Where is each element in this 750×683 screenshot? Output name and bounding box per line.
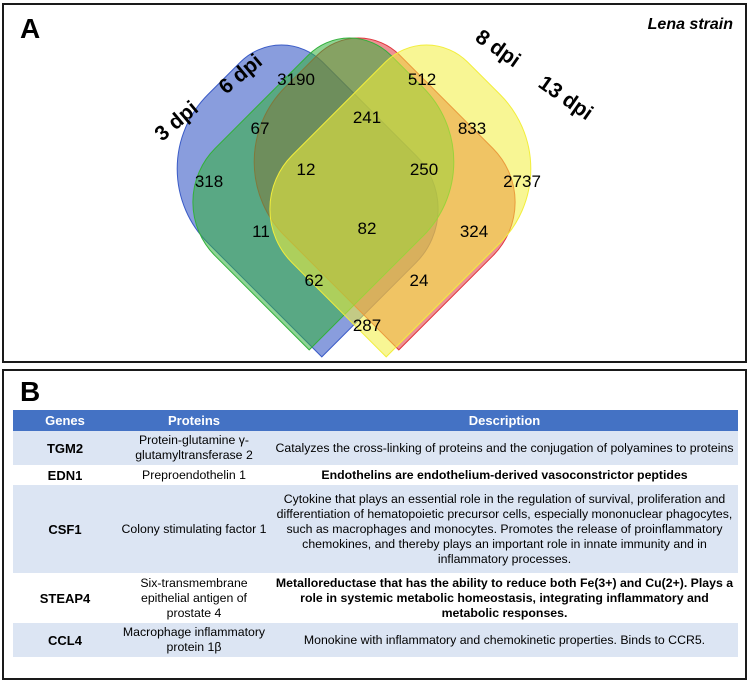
table-row: TGM2 Protein-glutamine γ-glutamyltransfe… [13,431,738,465]
protein-cell: Six-transmembrane epithelial antigen of … [117,573,271,623]
count-all-four: 82 [358,219,377,238]
gene-cell: CCL4 [13,623,117,657]
count-3-6: 67 [251,119,270,138]
gene-cell: TGM2 [13,431,117,465]
count-only-13dpi: 2737 [503,172,541,191]
header-description: Description [271,410,738,431]
description-cell: Endothelins are endothelium-derived vaso… [271,465,738,485]
set-label-8dpi: 8 dpi [471,25,524,72]
count-6-13: 324 [460,222,488,241]
count-8-13: 833 [458,119,486,138]
table-row: CCL4 Macrophage inflammatory protein 1β … [13,623,738,657]
gene-cell: CSF1 [13,485,117,573]
gene-table: Genes Proteins Description TGM2 Protein-… [13,410,738,657]
panel-a: A Lena strain 3 dpi 6 dpi 8 dpi 13 dpi 3… [2,3,747,363]
count-3-8: 11 [252,222,270,241]
panel-b-letter: B [20,376,41,407]
description-cell: Cytokine that plays an essential role in… [271,485,738,573]
count-3-6-8: 12 [297,160,316,179]
count-3-6-13: 24 [410,271,429,290]
protein-cell: Preproendothelin 1 [117,465,271,485]
table-row: CSF1 Colony stimulating factor 1 Cytokin… [13,485,738,573]
count-3-8-13: 62 [305,271,324,290]
header-genes: Genes [13,410,117,431]
gene-cell: STEAP4 [13,573,117,623]
description-cell: Catalyzes the cross-linking of proteins … [271,431,738,465]
table-header-row: Genes Proteins Description [13,410,738,431]
strain-label: Lena strain [647,16,733,33]
table-row: STEAP4 Six-transmembrane epithelial anti… [13,573,738,623]
protein-cell: Colony stimulating factor 1 [117,485,271,573]
count-only-6dpi: 3190 [277,70,315,89]
count-only-8dpi: 512 [408,70,436,89]
count-only-3dpi: 318 [195,172,223,191]
header-proteins: Proteins [117,410,271,431]
panel-a-letter: A [20,13,41,44]
table-row: EDN1 Preproendothelin 1 Endothelins are … [13,465,738,485]
description-cell: Metalloreductase that has the ability to… [271,573,738,623]
venn-diagram: 3 dpi 6 dpi 8 dpi 13 dpi 318 3190 512 27… [133,13,597,358]
count-6-8: 241 [353,108,381,127]
protein-cell: Protein-glutamine γ-glutamyltransferase … [117,431,271,465]
protein-cell: Macrophage inflammatory protein 1β [117,623,271,657]
count-6-8-13: 250 [410,160,438,179]
count-3-13: 287 [353,316,381,335]
description-cell: Monokine with inflammatory and chemokine… [271,623,738,657]
set-label-13dpi: 13 dpi [534,71,597,125]
panel-b: B Genes Proteins Description TGM2 Protei… [2,369,747,680]
gene-cell: EDN1 [13,465,117,485]
